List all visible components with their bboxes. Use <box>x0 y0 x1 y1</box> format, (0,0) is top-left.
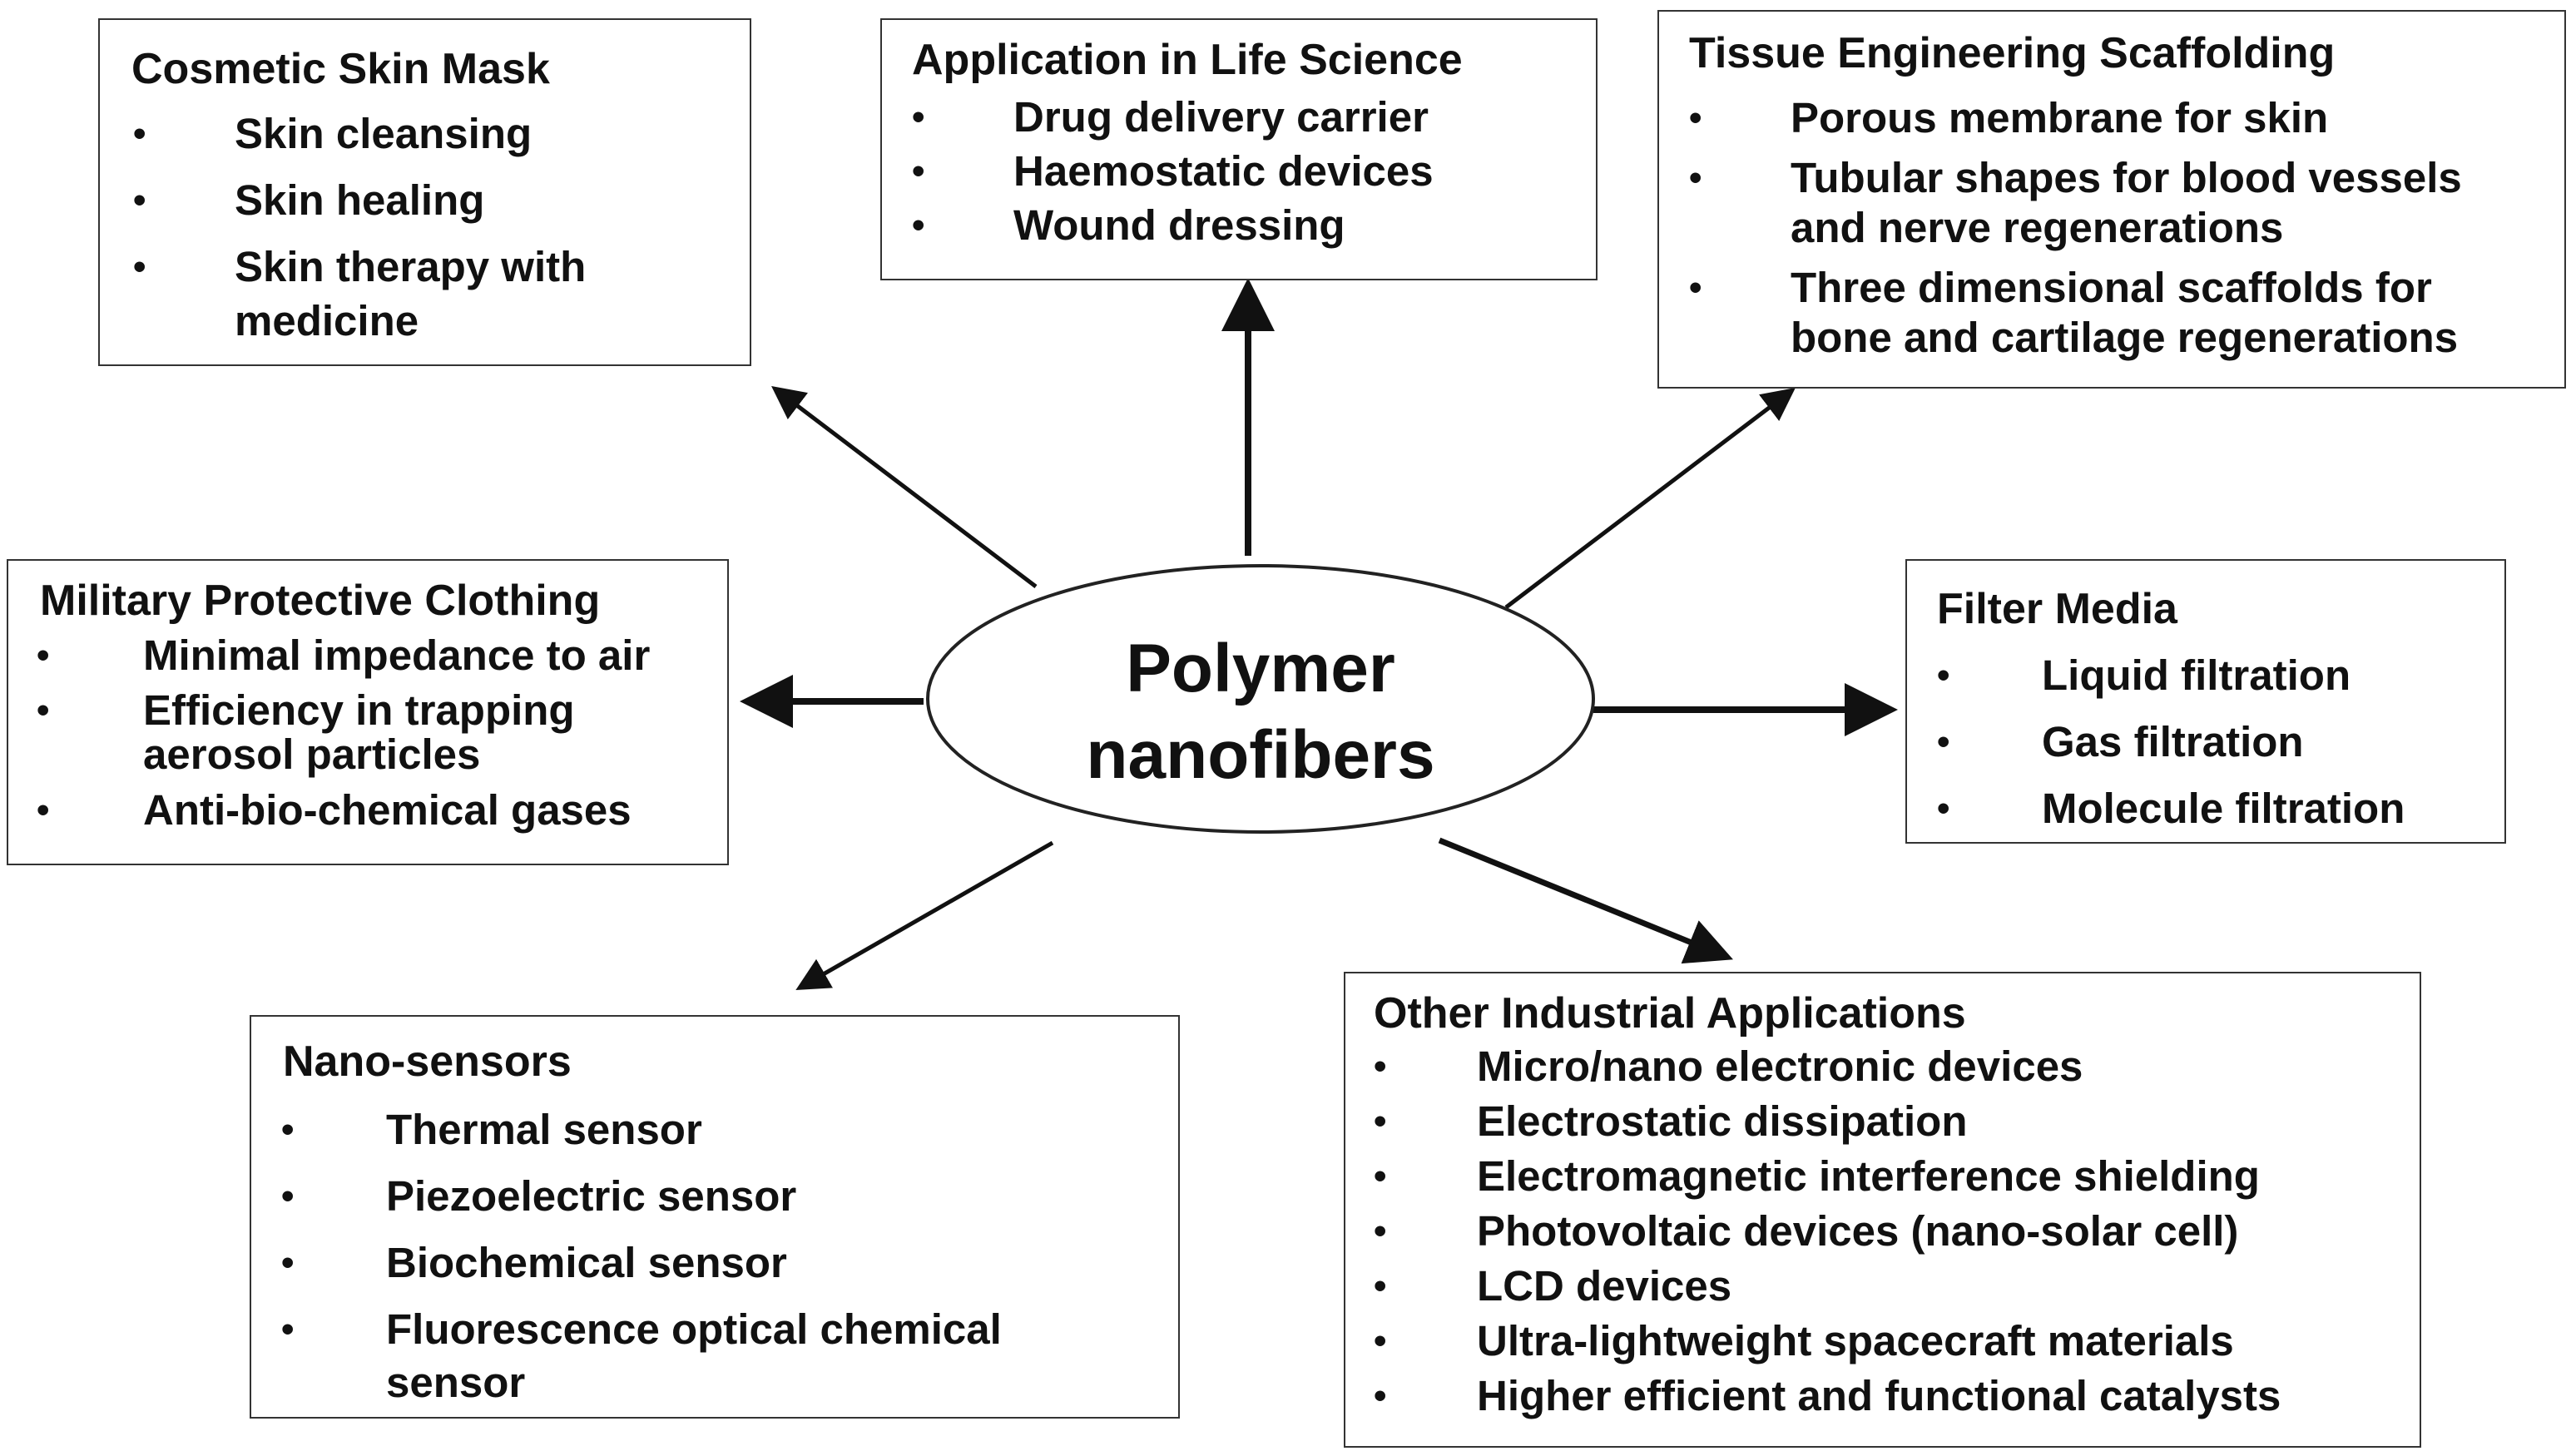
bullet: • <box>912 151 925 191</box>
bullet: • <box>281 1109 295 1150</box>
box-filter-media: Filter Media • Liquid filtration • Gas f… <box>1905 559 2506 844</box>
list-item: Skin healing <box>235 176 485 224</box>
bullet: • <box>912 205 925 245</box>
bullet: • <box>1937 788 1950 829</box>
list-item: Efficiency in trapping <box>143 686 575 734</box>
box-title: Nano-sensors <box>283 1038 572 1086</box>
bullet: • <box>912 97 925 137</box>
bullet: • <box>37 635 50 676</box>
bullet: • <box>281 1176 295 1216</box>
bullet: • <box>133 246 146 287</box>
box-nano-sensors: Nano-sensors • Thermal sensor • Piezoele… <box>250 1015 1180 1419</box>
arrow-to-industrial <box>1438 837 1733 964</box>
list-item: Photovoltaic devices (nano-solar cell) <box>1477 1207 2239 1255</box>
center-title-line1: Polymer <box>1126 631 1395 706</box>
bullet: • <box>1374 1265 1387 1306</box>
list-item: Electrostatic dissipation <box>1477 1097 1968 1145</box>
list-item: medicine <box>235 297 419 344</box>
bullet: • <box>1374 1320 1387 1361</box>
box-title: Cosmetic Skin Mask <box>131 45 550 93</box>
list-item: Thermal sensor <box>386 1106 702 1153</box>
list-item: Anti-bio-chemical gases <box>143 786 632 834</box>
center-ellipse <box>926 564 1595 834</box>
bullet: • <box>1374 1156 1387 1196</box>
center-title-line2: nanofibers <box>1086 717 1435 793</box>
list-item: bone and cartilage regenerations <box>1791 314 2459 361</box>
list-item: Wound dressing <box>1013 201 1345 249</box>
list-item: sensor <box>386 1359 526 1406</box>
list-item: Minimal impedance to air <box>143 631 651 679</box>
list-item: Micro/nano electronic devices <box>1477 1042 2083 1090</box>
list-item: aerosol particles <box>143 730 481 778</box>
bullet: • <box>1374 1211 1387 1251</box>
bullet: • <box>1374 1046 1387 1087</box>
box-life-science: Application in Life Science • Drug deliv… <box>880 18 1598 280</box>
bullet: • <box>1374 1101 1387 1142</box>
arrow-to-tissue <box>1504 387 1796 609</box>
list-item: Haemostatic devices <box>1013 147 1434 195</box>
list-item: Ultra-lightweight spacecraft materials <box>1477 1317 2234 1364</box>
list-item: Skin therapy with <box>235 243 587 290</box>
list-item: Liquid filtration <box>2042 651 2351 699</box>
bullet: • <box>1689 267 1702 308</box>
box-cosmetic-skin-mask: Cosmetic Skin Mask • Skin cleansing • Sk… <box>98 18 751 366</box>
bullet: • <box>37 790 50 830</box>
bullet: • <box>37 690 50 730</box>
list-item: and nerve regenerations <box>1791 204 2284 251</box>
bullet: • <box>1374 1375 1387 1416</box>
bullet: • <box>1937 721 1950 762</box>
arrow-to-sensors <box>795 840 1054 990</box>
list-item: Skin cleansing <box>235 110 533 157</box>
box-military-clothing: Military Protective Clothing • Minimal i… <box>7 559 729 865</box>
list-item: Tubular shapes for blood vessels <box>1791 154 2462 201</box>
box-tissue-engineering: Tissue Engineering Scaffolding • Porous … <box>1657 10 2566 389</box>
list-item: Drug delivery carrier <box>1013 93 1429 141</box>
bullet: • <box>133 180 146 220</box>
bullet: • <box>281 1242 295 1283</box>
box-title: Tissue Engineering Scaffolding <box>1689 29 2336 77</box>
list-item: LCD devices <box>1477 1262 1732 1310</box>
bullet: • <box>1937 655 1950 696</box>
list-item: Biochemical sensor <box>386 1239 787 1286</box>
bullet: • <box>281 1309 295 1350</box>
box-title: Application in Life Science <box>912 36 1463 84</box>
box-title: Filter Media <box>1937 585 2177 633</box>
list-item: Molecule filtration <box>2042 785 2405 832</box>
box-title: Other Industrial Applications <box>1374 989 1966 1038</box>
bullet: • <box>1689 157 1702 198</box>
list-item: Piezoelectric sensor <box>386 1172 797 1220</box>
bullet: • <box>1689 97 1702 138</box>
list-item: Three dimensional scaffolds for <box>1791 264 2432 311</box>
list-item: Gas filtration <box>2042 718 2304 765</box>
box-title: Military Protective Clothing <box>40 577 601 625</box>
arrow-to-cosmetic <box>771 385 1038 588</box>
list-item: Fluorescence optical chemical <box>386 1305 1002 1353</box>
box-industrial-applications: Other Industrial Applications • Micro/na… <box>1344 972 2421 1448</box>
list-item: Electromagnetic interference shielding <box>1477 1152 2260 1200</box>
list-item: Porous membrane for skin <box>1791 94 2329 141</box>
list-item: Higher efficient and functional catalyst… <box>1477 1372 2281 1419</box>
bullet: • <box>133 113 146 154</box>
